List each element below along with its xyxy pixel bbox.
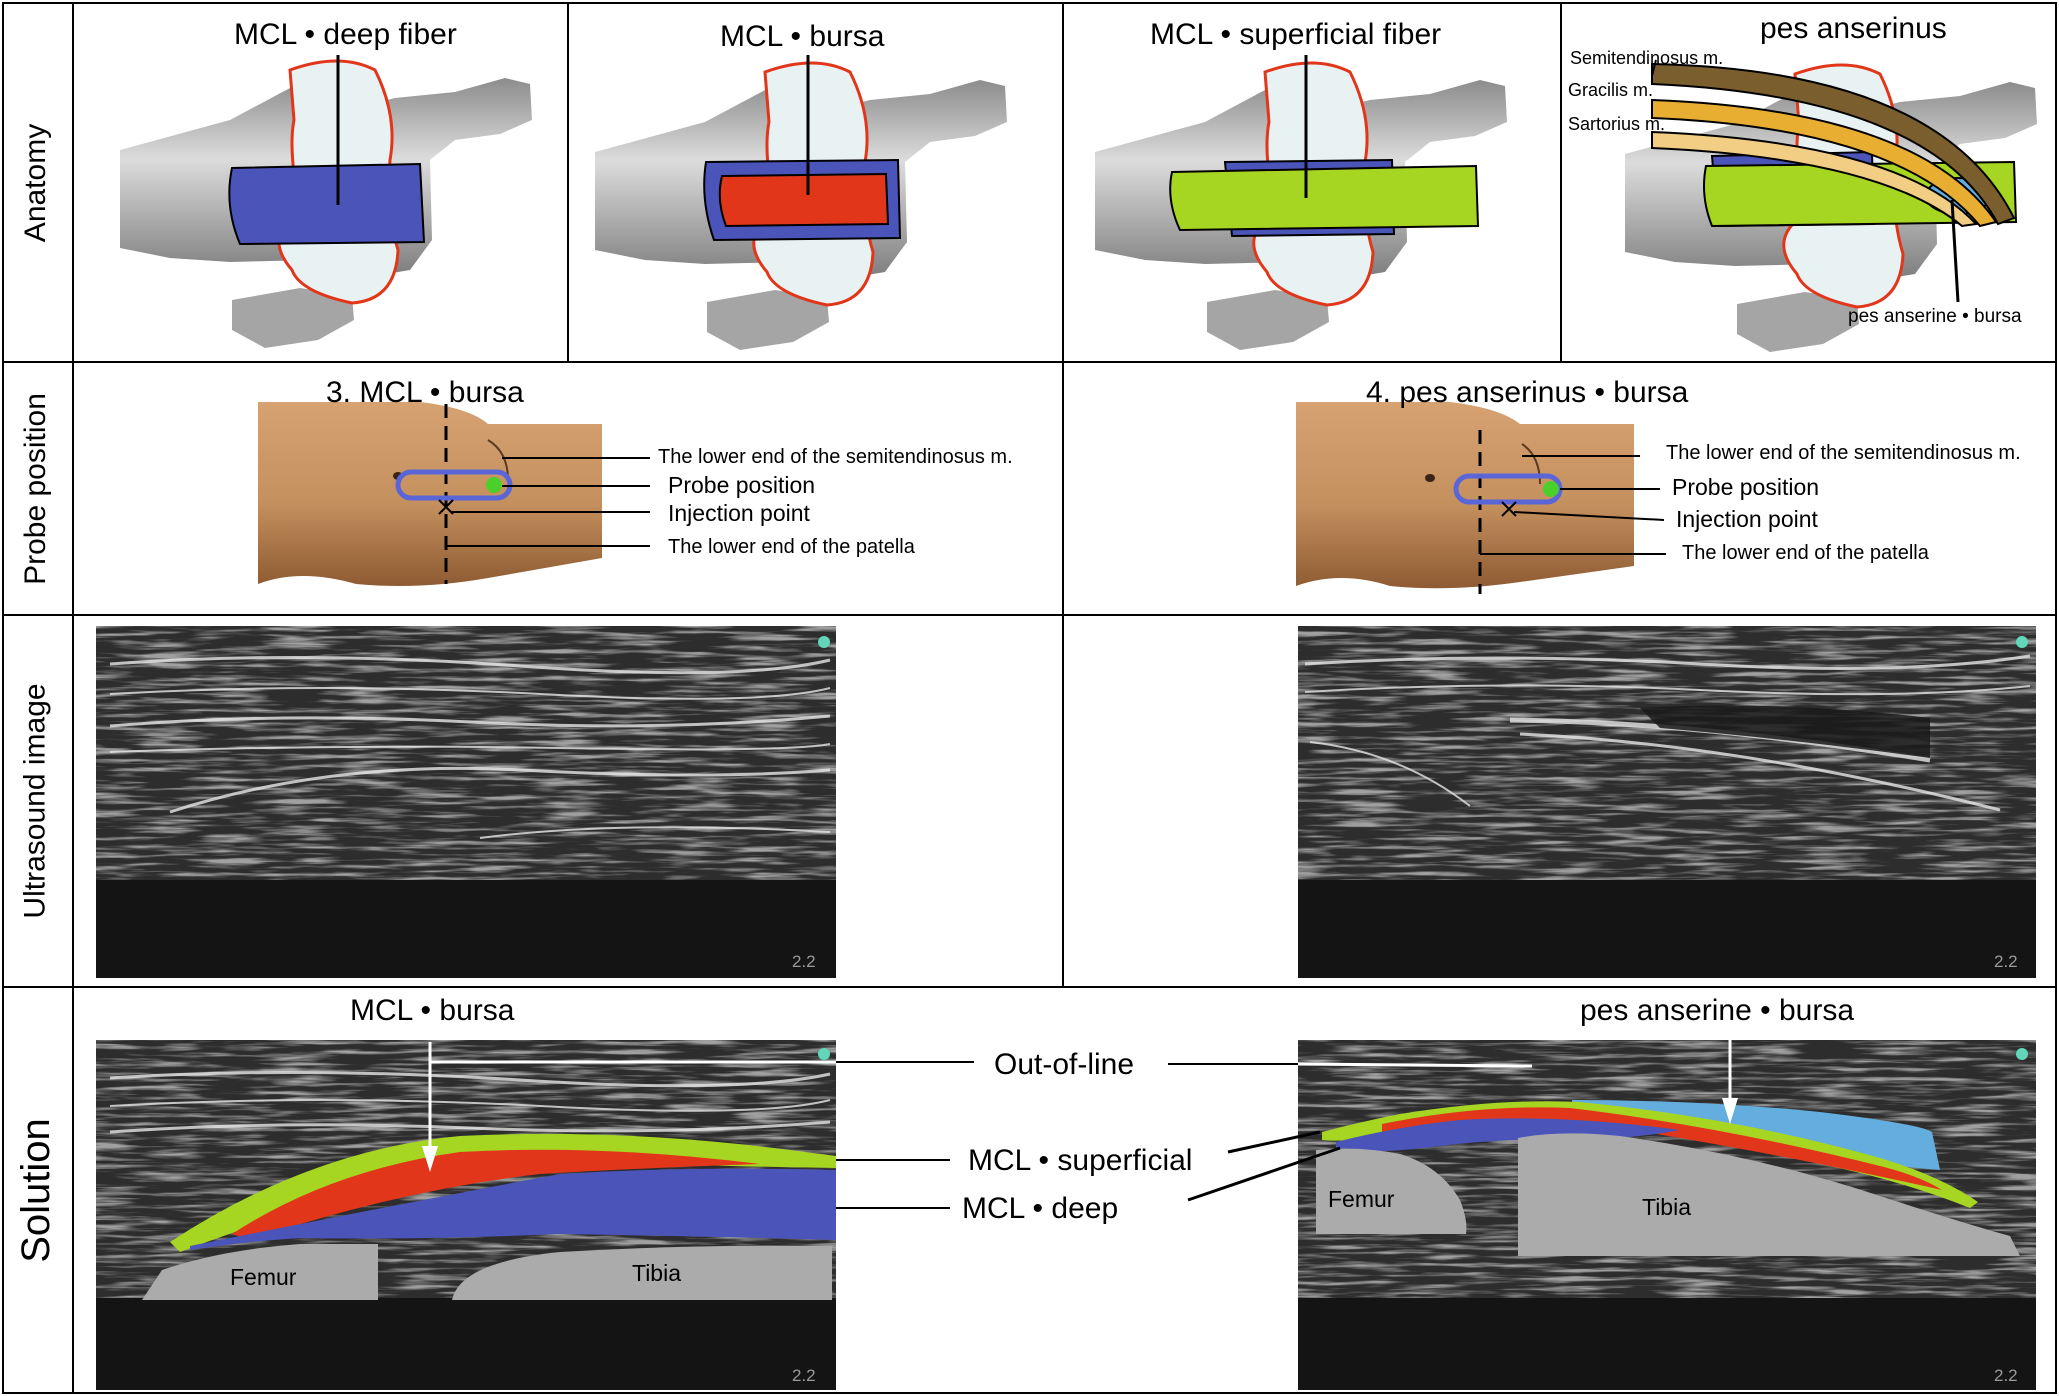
label-gracilis: Gracilis m.: [1568, 80, 1653, 100]
label-pes-anserine-bursa-anatomy: pes anserine • bursa: [1848, 306, 2022, 327]
solution-depth-right: 2.2: [1994, 1366, 2018, 1385]
solution-label-out-of-line: Out-of-line: [994, 1048, 1135, 1081]
ultrasound-image-right: [1298, 626, 2036, 978]
gracilis-tendon: [1651, 98, 1998, 228]
ultrasound-depth-right: 2.2: [1994, 952, 2018, 971]
solution-tibia-right-text: Tibia: [1642, 1194, 1691, 1220]
solution-deep-left: [190, 1168, 836, 1250]
right-probe-position: Probe position: [1672, 474, 1820, 500]
semitendinosus-tendon: [1651, 62, 2016, 226]
anatomy-title-deep-fiber: MCL • deep fiber: [234, 18, 457, 51]
solution-depth-left: 2.2: [792, 1366, 816, 1385]
sartorius-tendon: [1651, 130, 1979, 228]
solution-image-left: [96, 1040, 836, 1390]
bursa-shape: [718, 172, 890, 228]
left-semitendinosus-end: The lower end of the semitendinosus m.: [658, 446, 1013, 468]
solution-label-mcl-bursa: MCL • bursa: [350, 994, 515, 1027]
solution-femur-right-text: Femur: [1328, 1186, 1395, 1212]
row-label-probe: Probe position: [19, 392, 53, 585]
probe-photo-left: [258, 402, 650, 586]
anatomy-panel-bursa: [593, 55, 1009, 352]
solution-femur-left-text: Femur: [230, 1264, 297, 1290]
anatomy-panel-superficial-fiber: [1093, 55, 1509, 352]
anatomy-panel-pes-anserinus: [1623, 59, 2039, 354]
deep-fiber-shape: [228, 162, 426, 246]
probe-title-right: 4. pes anserinus • bursa: [1366, 376, 1689, 409]
superficial-fiber-shape: [1169, 164, 1480, 232]
ultrasound-depth-left: 2.2: [792, 952, 816, 971]
probe-photo-right: [1296, 402, 1666, 594]
row-label-solution: Solution: [13, 1117, 58, 1263]
solution-tibia-right: [1518, 1133, 2020, 1256]
anatomy-panel-deep-fiber: [118, 55, 534, 350]
right-patella-end: The lower end of the patella: [1682, 542, 1929, 564]
solution-bursa-left: [232, 1149, 760, 1240]
row-label-ultrasound: Ultrasound image: [19, 683, 52, 919]
solution-label-pes-bursa: pes anserine • bursa: [1580, 994, 1854, 1027]
ultrasound-cell-right: [1062, 614, 2057, 988]
solution-label-mcl-superficial: MCL • superficial: [968, 1144, 1193, 1177]
ultrasound-image-left: [96, 626, 836, 978]
solution-label-mcl-deep: MCL • deep: [962, 1192, 1119, 1225]
solution-femur-right: [1316, 1148, 1467, 1234]
row-label-anatomy: Anatomy: [19, 123, 53, 242]
anatomy-title-superficial-fiber: MCL • superficial fiber: [1150, 18, 1442, 51]
left-patella-end: The lower end of the patella: [668, 536, 915, 558]
anatomy-cell-1: [72, 2, 569, 363]
label-sartorius: Sartorius m.: [1568, 114, 1666, 134]
anatomy-title-bursa: MCL • bursa: [720, 20, 885, 53]
left-injection-point: Injection point: [668, 500, 810, 526]
anatomy-title-pes-anserinus: pes anserinus: [1760, 12, 1947, 45]
probe-title-left: 3. MCL • bursa: [326, 376, 524, 409]
solution-tibia-left: [452, 1245, 832, 1300]
solution-tibia-left-text: Tibia: [632, 1260, 681, 1286]
right-injection-point: Injection point: [1676, 506, 1818, 532]
label-semitendinosus: Semitendinosus m.: [1570, 48, 1724, 68]
solution-image-right: [1298, 1040, 2036, 1390]
left-probe-position: Probe position: [668, 472, 816, 498]
right-semitendinosus-end: The lower end of the semitendinosus m.: [1666, 442, 2021, 464]
anatomy-cell-2: [567, 2, 1064, 363]
solution-deep-right: [1336, 1118, 1680, 1152]
solution-leaders: [422, 1040, 1738, 1209]
solution-cell: [72, 986, 2057, 1394]
solution-femur-left: [142, 1244, 378, 1300]
solution-bursa-right: [1382, 1107, 1942, 1190]
probe-cell-left: [72, 361, 1064, 616]
ultrasound-cell-left: [72, 614, 1064, 988]
anatomy-cell-3: [1062, 2, 1562, 363]
